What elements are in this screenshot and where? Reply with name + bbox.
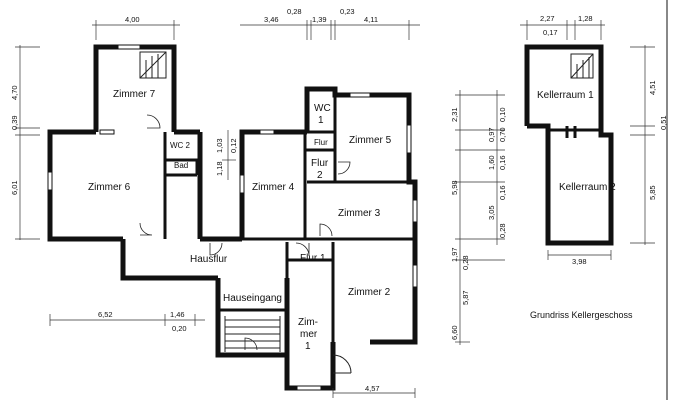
dim-keller-398: 3,98 [572,257,587,266]
room-hausflur: Hausflur [190,254,228,265]
dim-top-139: 1,39 [312,15,327,24]
room-zimmer4: Zimmer 4 [252,182,295,193]
dim-right-598: 5,98 [450,180,459,195]
room-bad: Bad [174,161,188,170]
dim-right-160: 1,60 [487,155,496,170]
dim-mid-012: 0,12 [229,138,238,153]
dim-keller-451: 4,51 [648,80,657,95]
dim-right-028b: 0,28 [461,255,470,270]
room-flur-small: Flur [314,138,328,147]
dim-left-470: 4,70 [10,85,19,100]
dim-top-411: 4,11 [364,15,378,24]
dim-keller-227: 2,27 [540,14,555,23]
dim-right-587: 5,87 [461,290,470,305]
dim-top-400: 4,00 [125,15,140,24]
room-zimmer6: Zimmer 6 [88,182,131,193]
dim-left-039: 0,39 [10,115,19,130]
room-flur2-line2: 2 [317,170,323,181]
dim-right-197: 1,97 [450,247,459,262]
dim-bottom-146: 1,46 [170,310,185,319]
staircase-keller-icon [570,53,594,79]
dim-top-346: 3,46 [264,15,279,24]
dim-mid-103: 1,03 [215,138,224,153]
dim-bottom-020: 0,20 [172,324,187,333]
room-kellerraum2: Kellerraum 2 [559,182,616,193]
room-wc1-line2: 1 [318,115,324,126]
room-zimmer1-line2: mer [300,329,318,340]
dim-right-097: 0,97 [487,127,496,142]
room-zimmer3: Zimmer 3 [338,208,381,219]
windows [47,44,418,391]
dim-top-028: 0,28 [287,7,302,16]
dim-keller-017: 0,17 [543,28,558,37]
room-hauseingang: Hauseingang [223,293,282,304]
keller-walls [524,44,614,246]
dim-mid-118: 1,18 [215,161,224,176]
dim-right-231: 2,31 [450,107,459,122]
staircase-zimmer7-icon [139,51,167,79]
room-kellerraum1: Kellerraum 1 [537,90,594,101]
dim-keller-585: 5,85 [648,185,657,200]
dim-bottom-457: 4,57 [365,384,380,393]
dim-keller-051: 0,51 [659,115,668,130]
dim-top-023: 0,23 [340,7,355,16]
dim-right-016b: 0,16 [498,185,507,200]
room-zimmer1-line3: 1 [305,341,311,352]
dim-right-070: 0,70 [498,127,507,142]
room-zimmer7: Zimmer 7 [113,89,156,100]
room-flur2-line1: Flur [311,158,329,169]
dim-right-010: 0,10 [498,107,507,122]
room-wc1-line1: WC [314,103,331,114]
dim-bottom-652: 6,52 [98,310,113,319]
dim-right-305: 3,05 [487,205,496,220]
dimension-lines [15,20,655,398]
plan-caption: Grundriss Kellergeschoss [530,310,633,320]
dim-keller-128: 1,28 [578,14,593,23]
room-wc2: WC 2 [170,141,191,150]
room-flur1: Flur 1 [300,253,326,264]
dim-right-028a: 0,28 [498,223,507,238]
room-zimmer2: Zimmer 2 [348,287,391,298]
dim-right-660: 6,60 [450,325,459,340]
room-zimmer5: Zimmer 5 [349,135,392,146]
doors [139,114,351,351]
dim-left-601: 6,01 [10,180,19,195]
dim-right-016a: 0,16 [498,155,507,170]
room-zimmer1-line1: Zim- [298,317,318,328]
